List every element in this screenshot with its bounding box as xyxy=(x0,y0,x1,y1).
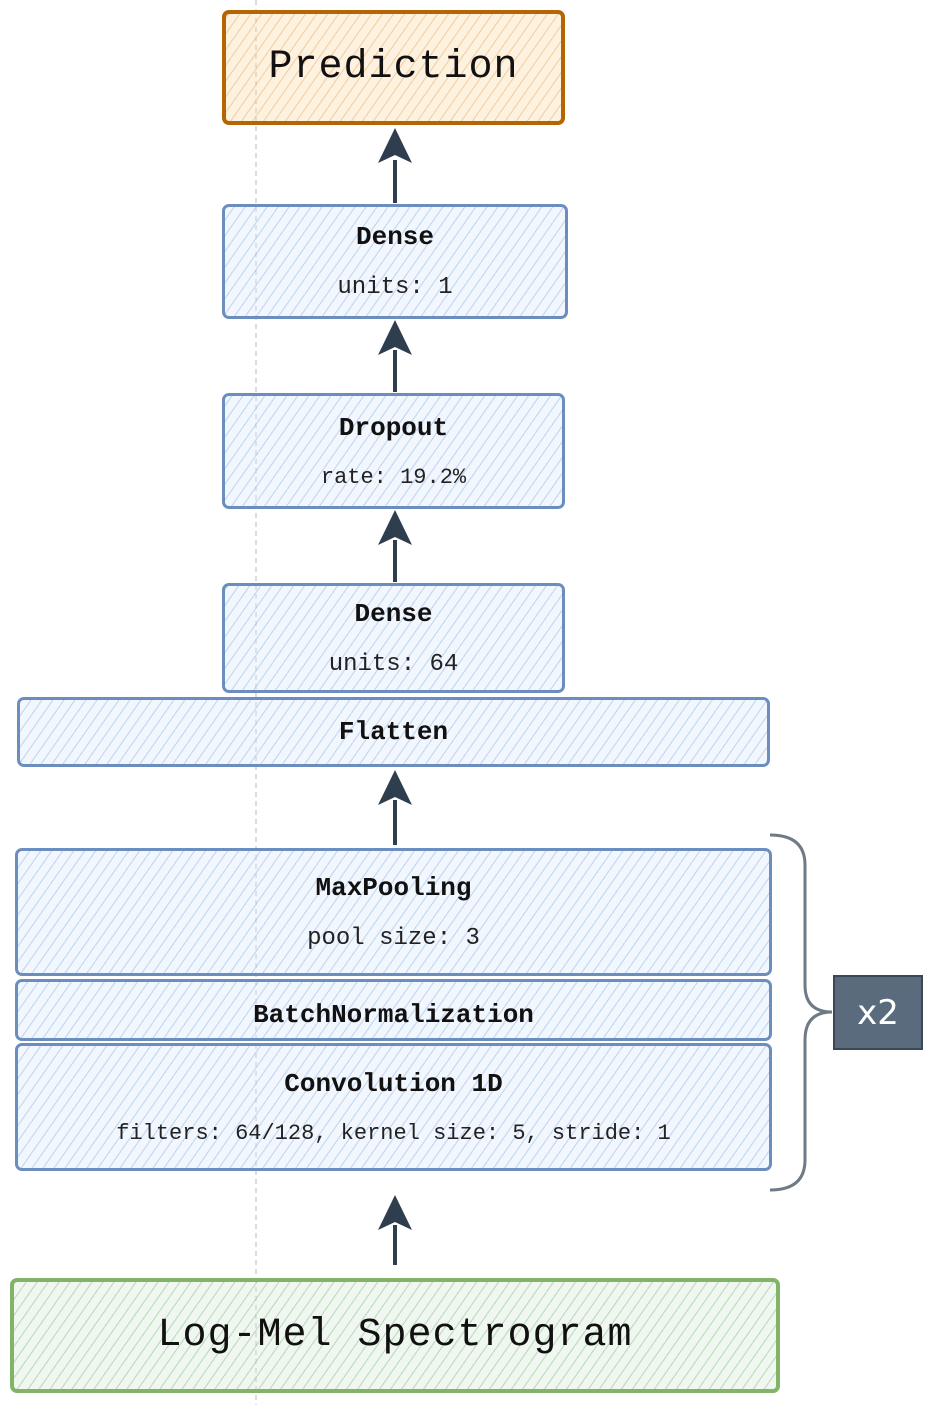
convolution-param: filters: 64/128, kernel size: 5, stride:… xyxy=(116,1120,671,1146)
input-label: Log-Mel Spectrogram xyxy=(157,1313,633,1358)
input-box: Log-Mel Spectrogram xyxy=(10,1278,780,1393)
maxpooling-title: MaxPooling xyxy=(315,872,472,903)
dense-output-param: units: 1 xyxy=(337,274,453,301)
flatten-layer: Flatten xyxy=(17,697,770,767)
flatten-title: Flatten xyxy=(338,717,449,747)
convolution-title: Convolution 1D xyxy=(284,1068,503,1099)
dense-output-title: Dense xyxy=(355,222,434,252)
arrow-maxpool-to-flatten xyxy=(378,770,412,845)
dropout-param: rate: 19.2% xyxy=(320,464,467,490)
arrow-dense-to-dropout xyxy=(378,510,412,582)
arrow-dense-to-prediction xyxy=(378,128,412,203)
maxpooling-layer: MaxPooling pool size: 3 xyxy=(15,848,772,976)
convolution-layer: Convolution 1D filters: 64/128, kernel s… xyxy=(15,1043,772,1171)
dropout-title: Dropout xyxy=(338,412,449,443)
repeat-badge: x2 xyxy=(833,975,923,1050)
dense-hidden-title: Dense xyxy=(354,598,433,629)
maxpooling-param: pool size: 3 xyxy=(307,924,480,952)
prediction-label: Prediction xyxy=(268,45,519,90)
dense-output-layer: Dense units: 1 xyxy=(222,204,568,319)
repeat-brace xyxy=(769,833,833,1192)
dense-hidden-layer: Dense units: 64 xyxy=(222,583,565,693)
dropout-layer: Dropout rate: 19.2% xyxy=(222,393,565,509)
arrow-input-to-conv xyxy=(378,1195,412,1265)
arrow-dropout-to-dense xyxy=(378,320,412,392)
dense-hidden-param: units: 64 xyxy=(328,650,459,678)
batchnorm-title: BatchNormalization xyxy=(253,1000,534,1030)
prediction-box: Prediction xyxy=(222,10,565,125)
batchnorm-layer: BatchNormalization xyxy=(15,979,772,1041)
